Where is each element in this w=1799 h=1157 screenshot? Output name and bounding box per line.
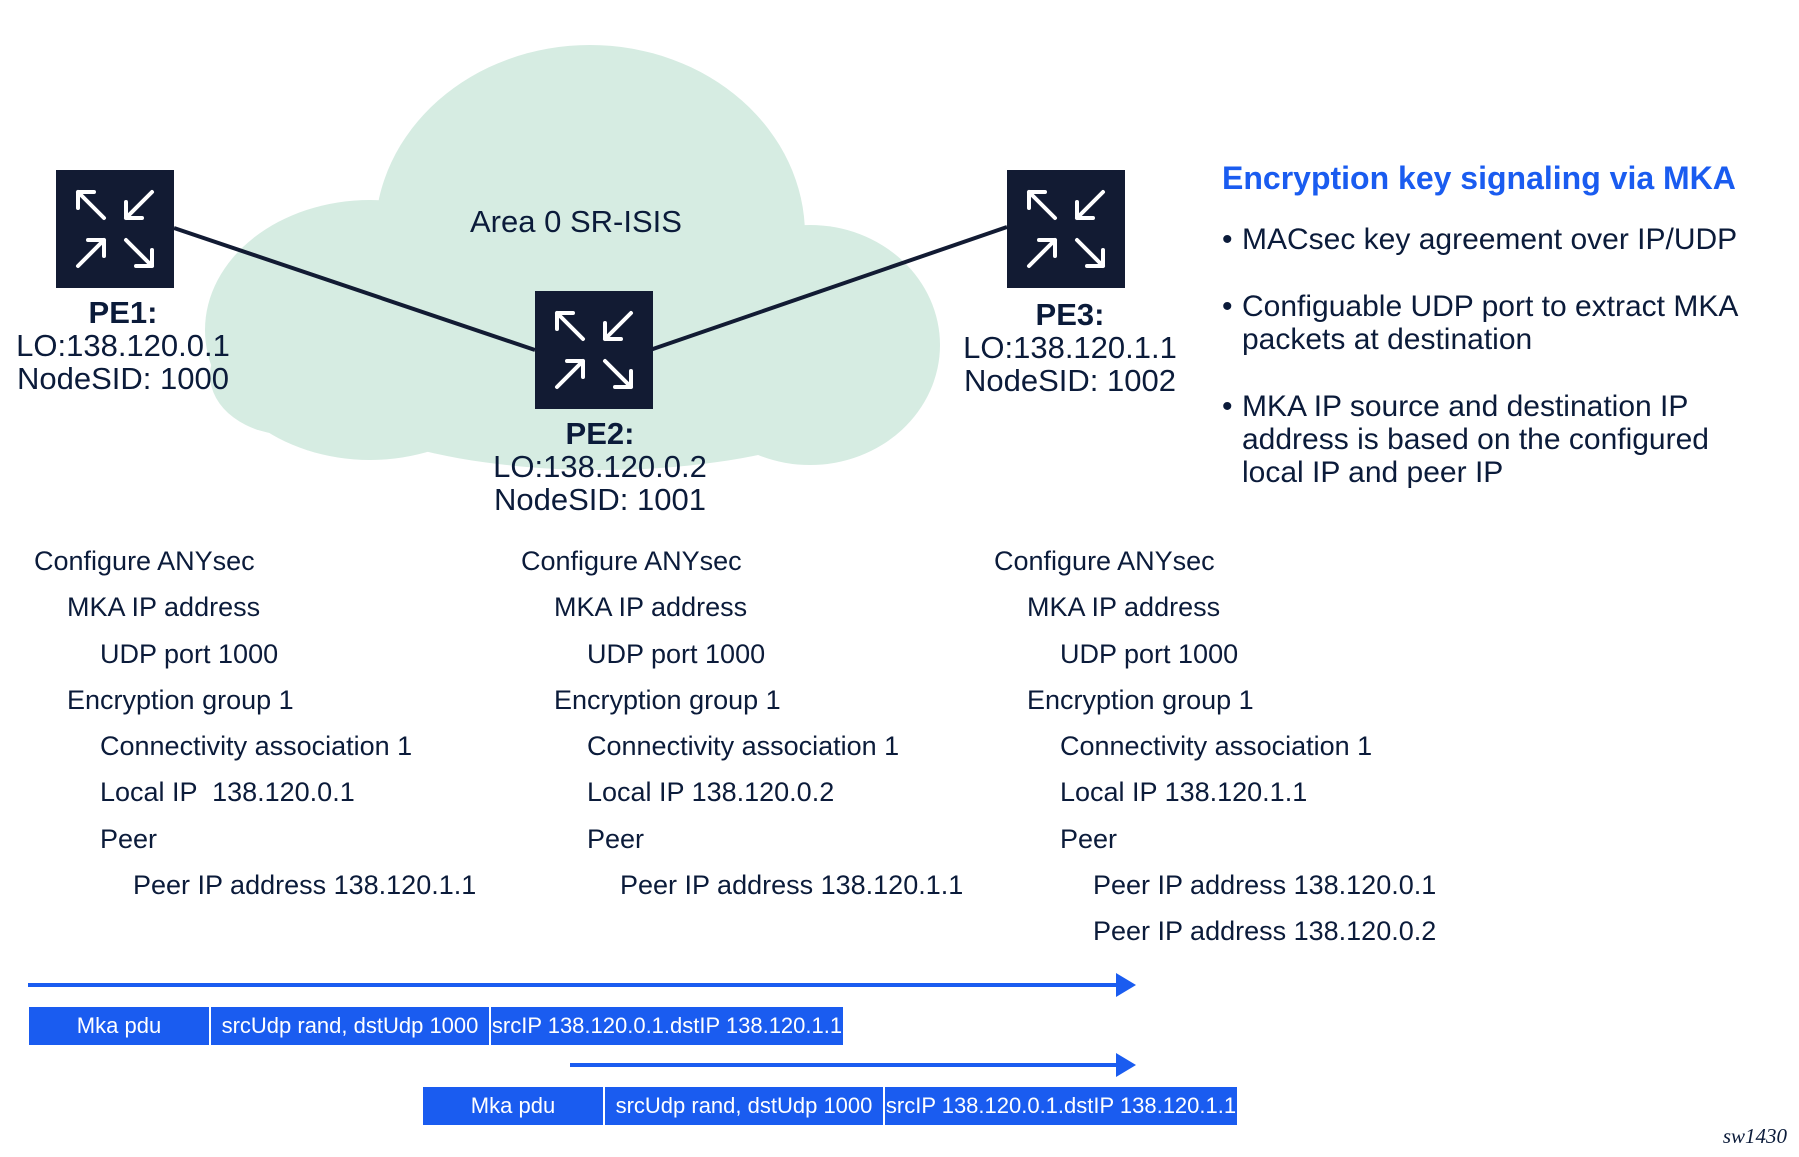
figure-id: sw1430: [1722, 1124, 1787, 1148]
config-line: Encryption group 1: [67, 684, 294, 715]
info-bullet: Configuable UDP port to extract MKA pack…: [1222, 290, 1792, 356]
info-bullet: MKA IP source and destination IP address…: [1222, 390, 1792, 489]
router-pe2-icon: [535, 291, 653, 409]
mka-packet-1: Mka pdu srcUdp rand, dstUdp 1000 srcIP 1…: [29, 1007, 843, 1045]
flow-arrow-pe1-to-pe3: [28, 973, 1136, 997]
config-line: Local IP 138.120.0.1: [100, 777, 355, 808]
flow-arrow-pe2-to-pe3: [570, 1053, 1136, 1077]
node-loopback: LO:138.120.0.2: [493, 449, 707, 484]
info-bullet: MACsec key agreement over IP/UDP: [1222, 223, 1792, 256]
node-loopback: LO:138.120.1.1: [963, 330, 1177, 365]
router-pe1-icon: [56, 170, 174, 288]
config-line: Local IP 138.120.0.2: [587, 777, 835, 808]
node-sid: NodeSID: 1000: [17, 361, 229, 396]
config-line: Peer: [1060, 823, 1118, 854]
config-line: Encryption group 1: [554, 684, 781, 715]
router-pe3-icon: [1007, 170, 1125, 288]
link-pe1-pe2: [173, 226, 536, 352]
node-name: PE1:: [88, 295, 158, 330]
config-line: Configure ANYsec: [994, 546, 1215, 576]
info-panel: Encryption key signaling via MKA MACsec …: [1222, 160, 1792, 523]
config-line: Peer: [587, 823, 645, 854]
mka-packet-2: Mka pdu srcUdp rand, dstUdp 1000 srcIP 1…: [423, 1087, 1237, 1125]
node-label-pe2: PE2: LO:138.120.0.2 NodeSID: 1001: [470, 417, 730, 516]
link-pe2-pe3: [649, 225, 1008, 352]
config-line: Peer IP address 138.120.1.1: [133, 870, 477, 901]
packet-field-udp: srcUdp rand, dstUdp 1000: [211, 1007, 491, 1045]
packet-field-payload: Mka pdu: [29, 1007, 211, 1045]
area-label: Area 0 SR-ISIS: [470, 204, 682, 239]
config-line: Connectivity association 1: [587, 731, 900, 762]
config-block-pe1: Configure ANYsec MKA IP address UDP port…: [34, 538, 476, 908]
config-line: Configure ANYsec: [521, 546, 742, 576]
config-line: MKA IP address: [1027, 592, 1221, 623]
config-line: MKA IP address: [67, 592, 261, 623]
config-line: Configure ANYsec: [34, 546, 255, 576]
config-line: Peer IP address 138.120.0.2: [1093, 916, 1437, 947]
node-name: PE3:: [1035, 297, 1105, 332]
packet-field-ip: srcIP 138.120.0.1.dstIP 138.120.1.1: [885, 1087, 1237, 1125]
bullet-line: local IP and peer IP: [1242, 456, 1504, 489]
bullet-line: Configuable UDP port to extract MKA: [1242, 290, 1739, 323]
info-title: Encryption key signaling via MKA: [1222, 160, 1736, 196]
config-line: UDP port 1000: [100, 638, 279, 669]
bullet-line: packets at destination: [1242, 323, 1533, 356]
node-loopback: LO:138.120.0.1: [16, 328, 230, 363]
config-line: Connectivity association 1: [100, 731, 413, 762]
config-line: Local IP 138.120.1.1: [1060, 777, 1308, 808]
bullet-line: MKA IP source and destination IP: [1242, 390, 1689, 423]
node-name: PE2:: [565, 416, 635, 451]
config-line: UDP port 1000: [587, 638, 766, 669]
node-sid: NodeSID: 1001: [494, 482, 706, 517]
packet-field-udp: srcUdp rand, dstUdp 1000: [605, 1087, 885, 1125]
config-line: UDP port 1000: [1060, 638, 1239, 669]
bullet-line: address is based on the configured: [1242, 423, 1709, 456]
node-label-pe1: PE1: LO:138.120.0.1 NodeSID: 1000: [0, 296, 246, 395]
bullet-line: MACsec key agreement over IP/UDP: [1242, 223, 1738, 256]
node-label-pe3: PE3: LO:138.120.1.1 NodeSID: 1002: [940, 298, 1200, 397]
packet-field-ip: srcIP 138.120.0.1.dstIP 138.120.1.1: [491, 1007, 843, 1045]
packet-field-payload: Mka pdu: [423, 1087, 605, 1125]
config-block-pe3: Configure ANYsec MKA IP address UDP port…: [994, 538, 1436, 955]
config-line: Peer IP address 138.120.0.1: [1093, 870, 1437, 901]
config-line: Encryption group 1: [1027, 684, 1254, 715]
config-line: Peer: [100, 823, 158, 854]
config-line: Peer IP address 138.120.1.1: [620, 870, 964, 901]
config-line: MKA IP address: [554, 592, 748, 623]
config-block-pe2: Configure ANYsec MKA IP address UDP port…: [521, 538, 963, 908]
config-line: Connectivity association 1: [1060, 731, 1373, 762]
node-sid: NodeSID: 1002: [964, 363, 1176, 398]
